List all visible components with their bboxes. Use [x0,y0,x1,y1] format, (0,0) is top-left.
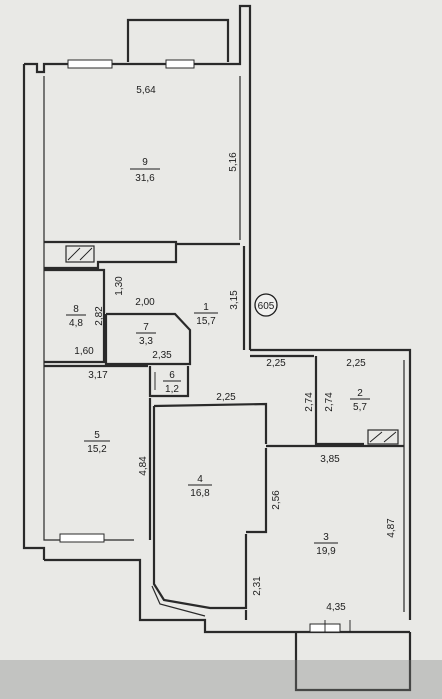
dim-1-30: 1,30 [114,276,125,296]
bay-window [151,585,206,617]
room-6-area: 1,2 [165,384,179,395]
apartment-number-badge: 605 [254,293,278,317]
dim-5-64: 5,64 [136,85,156,96]
dim-4-87: 4,87 [386,518,397,538]
room-7-number: 7 [143,322,149,333]
room-2-area: 5,7 [353,402,367,413]
vent-shafts [65,245,399,445]
dim-2-00: 2,00 [135,297,155,308]
dim-4-84: 4,84 [138,456,149,476]
dim-2-74-left: 2,74 [304,392,315,412]
dimension-labels: 5,64 5,16 1,30 2,00 2,82 3,15 1,60 2,35 … [74,85,397,613]
room-5-area: 15,2 [87,444,107,455]
window-bottom-left [59,533,105,543]
dim-3-17: 3,17 [88,370,108,381]
dim-3-15: 3,15 [229,290,240,310]
room-6-number: 6 [169,370,175,381]
dim-1-60: 1,60 [74,346,94,357]
room-4-number: 4 [197,474,203,485]
room-4-area: 16,8 [190,488,210,499]
interior-walls [44,240,404,620]
room-2-number: 2 [357,388,363,399]
room-8-number: 8 [73,304,79,315]
dim-2-35: 2,35 [152,350,172,361]
dim-2-82: 2,82 [94,306,105,326]
dim-2-56: 2,56 [271,490,282,510]
room-1-number: 1 [203,302,209,313]
room-3-area: 19,9 [316,546,336,557]
dim-2-31: 2,31 [252,576,263,596]
badge-label: 605 [258,301,275,312]
dim-5-16: 5,16 [228,152,239,172]
room-labels: 9 31,6 8 4,8 7 3,3 1 15,7 6 1,2 2 5,7 5 … [66,157,370,557]
dim-4-35: 4,35 [326,602,346,613]
dim-3-85: 3,85 [320,454,340,465]
room-9-number: 9 [142,157,148,168]
room-5-number: 5 [94,430,100,441]
dim-2-74-right: 2,74 [324,392,335,412]
door-hints [154,372,351,632]
dim-2-25-room4: 2,25 [216,392,236,403]
bottom-shadow [0,660,442,699]
room-3-number: 3 [323,532,329,543]
window-top-right [165,59,195,69]
window-top-left [67,59,113,69]
room-8-area: 4,8 [69,318,83,329]
room-1-area: 15,7 [196,316,216,327]
room-9-area: 31,6 [135,173,155,184]
dim-2-25-bath: 2,25 [346,358,366,369]
room-7-area: 3,3 [139,336,153,347]
dim-2-25-hall: 2,25 [266,358,286,369]
